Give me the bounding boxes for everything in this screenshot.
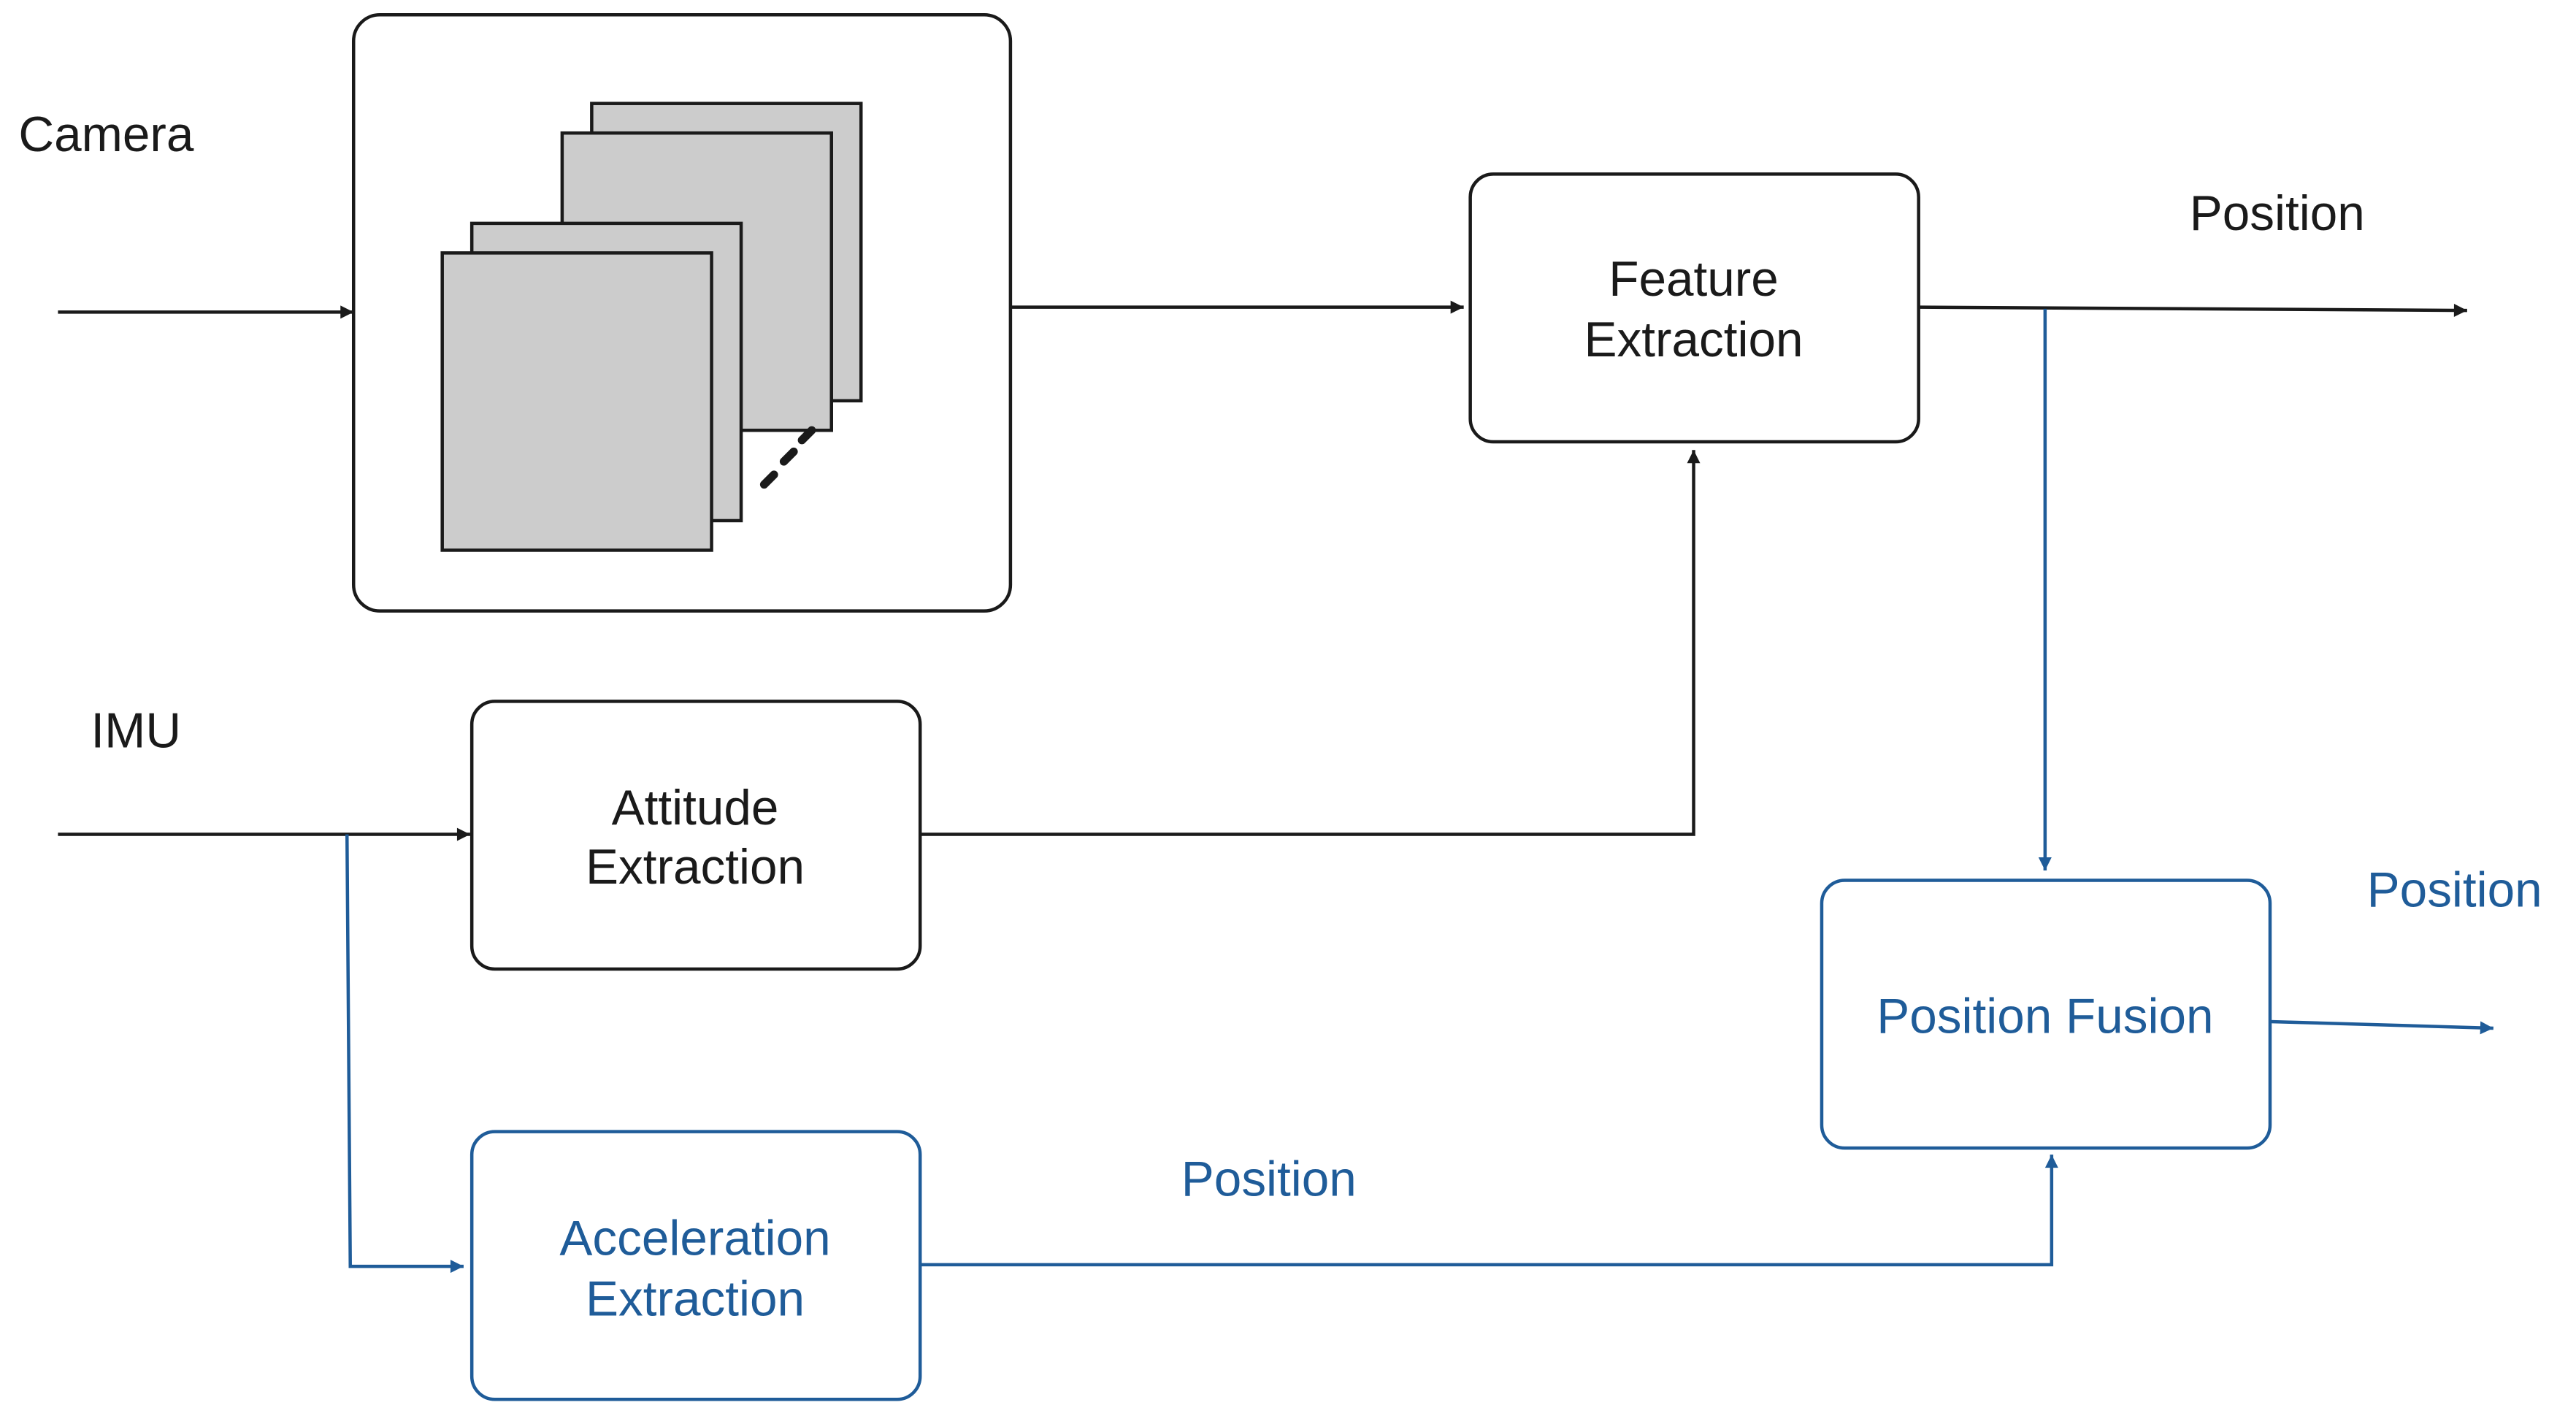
acceleration-extraction-label-line2: Extraction <box>586 1272 805 1327</box>
ellipsis-dots <box>759 426 816 489</box>
image-frames-block <box>351 12 1013 613</box>
attitude-extraction-label-line2: Extraction <box>586 840 805 895</box>
imu-label: IMU <box>91 703 181 758</box>
attitude-to-feature-arrow <box>920 450 1701 836</box>
position-output-label: Position <box>2190 186 2365 241</box>
attitude-extraction-block: Attitude Extraction <box>469 700 922 971</box>
position-fusion-box <box>1820 878 2272 1150</box>
acceleration-extraction-label-line1: Acceleration <box>559 1211 830 1266</box>
feature-extraction-box <box>1468 172 1920 444</box>
acceleration-extraction-block: Acceleration Extraction <box>469 1130 922 1401</box>
position-fusion-label: Position Fusion <box>1877 989 2213 1044</box>
feature-extraction-block: Feature Extraction <box>1468 172 1920 444</box>
acceleration-extraction-box <box>469 1130 922 1401</box>
feature-extraction-label-line1: Feature <box>1609 252 1779 307</box>
acceleration-to-fusion-arrow <box>920 1155 2058 1267</box>
camera-label: Camera <box>18 107 193 162</box>
position-fusion-block: Position Fusion <box>1820 878 2272 1150</box>
fusion-output-position-label: Position <box>2367 863 2542 918</box>
position-output-arrow <box>1918 303 2467 317</box>
fusion-output-arrow <box>2269 1019 2493 1035</box>
attitude-extraction-box <box>469 700 922 971</box>
image-frame-1 <box>440 251 713 552</box>
acceleration-position-label: Position <box>1181 1152 1357 1206</box>
attitude-extraction-label-line1: Attitude <box>612 781 779 835</box>
imu-to-acceleration-arrow <box>345 834 464 1274</box>
feature-extraction-label-line2: Extraction <box>1584 313 1803 367</box>
